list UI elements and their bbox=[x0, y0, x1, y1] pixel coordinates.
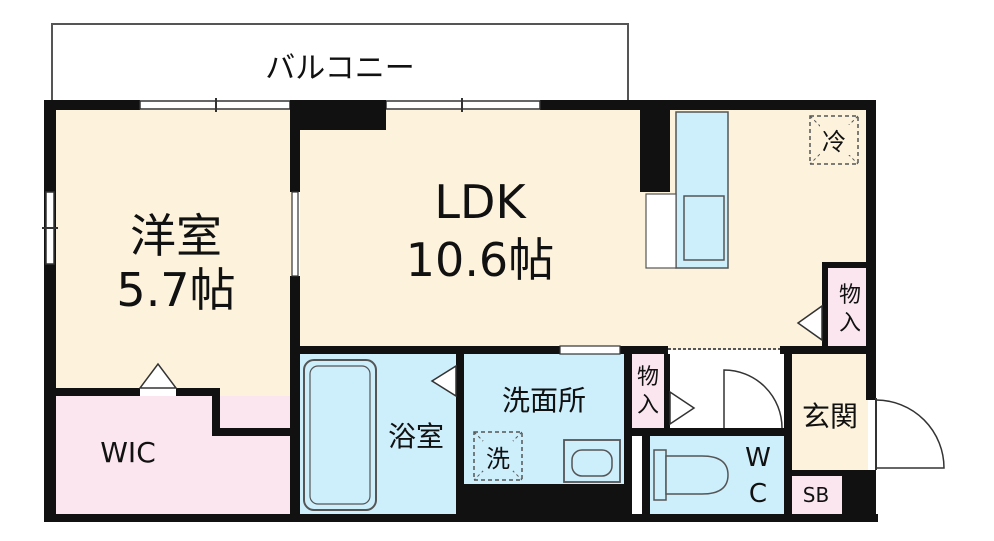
outer-wall-left bbox=[44, 100, 56, 522]
wall-toilet-right bbox=[784, 346, 792, 522]
wall-toilet-left bbox=[642, 428, 650, 516]
fridge-space bbox=[809, 115, 859, 165]
column-ldk bbox=[290, 100, 386, 130]
wall-wic-top-left bbox=[56, 388, 140, 396]
shoebox-label: SB bbox=[803, 483, 829, 507]
door-marker-storage-ldk bbox=[796, 304, 823, 342]
washer-label-bg bbox=[483, 441, 513, 471]
washer-diag-2 bbox=[473, 431, 523, 481]
outer-wall-top-right bbox=[540, 100, 876, 110]
column-kitchen bbox=[640, 100, 670, 192]
outer-wall-bottom bbox=[44, 514, 878, 522]
laundry-label: 洗 bbox=[486, 445, 510, 473]
bathroom-label: 浴室 bbox=[388, 420, 444, 453]
entrance-label: 玄関 bbox=[802, 400, 858, 433]
fridge-diag-1 bbox=[809, 115, 859, 165]
wic-floor bbox=[56, 396, 296, 516]
toilet-bowl bbox=[665, 455, 729, 495]
hall-floor bbox=[668, 354, 790, 434]
washer-diag-1 bbox=[473, 431, 523, 481]
door-marker-storage-small bbox=[669, 390, 696, 426]
storage-ldk-label-2: 入 bbox=[839, 311, 861, 336]
western-room-floor bbox=[56, 110, 296, 388]
storage-small-floor bbox=[632, 354, 668, 430]
wall-wash-bottom bbox=[456, 484, 632, 516]
outer-wall-right-top bbox=[866, 100, 876, 400]
kitchen-sink bbox=[683, 195, 725, 261]
ldk-size: 10.6帖 bbox=[406, 233, 554, 287]
sliding-door-western-ldk bbox=[291, 191, 299, 277]
outer-wall-top-left bbox=[44, 100, 140, 110]
storage-small-label-2: 入 bbox=[637, 393, 659, 418]
wall-wash-storage bbox=[624, 346, 632, 516]
wall-wic-top-right bbox=[176, 388, 220, 396]
balcony-area bbox=[51, 23, 629, 103]
wall-western-ldk-top bbox=[290, 100, 300, 192]
wall-storage-right bbox=[664, 354, 670, 430]
wall-ldk-storage bbox=[822, 262, 828, 350]
washroom-label: 洗面所 bbox=[502, 384, 586, 417]
kitchen-cabinet bbox=[645, 193, 677, 269]
bathtub-inner bbox=[309, 365, 371, 505]
wall-closet-bottom bbox=[212, 428, 296, 436]
storage-small-label-1: 物 bbox=[637, 365, 659, 390]
shoebox-floor bbox=[790, 474, 842, 516]
bathtub bbox=[303, 359, 377, 511]
fridge-label: 冷 bbox=[822, 128, 846, 156]
wall-closet-step bbox=[212, 388, 220, 436]
wic-label: WIC bbox=[100, 436, 156, 469]
storage-ldk-floor bbox=[828, 268, 868, 348]
ldk-name: LDK bbox=[434, 175, 527, 229]
door-swing-hall bbox=[723, 369, 783, 429]
ldk-floor bbox=[300, 110, 868, 350]
western-room-name: 洋室 bbox=[130, 209, 222, 263]
door-marker-wic bbox=[138, 362, 178, 389]
storage-ldk-label-1: 物 bbox=[839, 283, 861, 308]
door-marker-bath bbox=[430, 364, 457, 398]
wall-ldk-storage-top bbox=[822, 262, 868, 268]
fridge-label-bg bbox=[820, 125, 850, 155]
door-swing-entrance bbox=[875, 399, 945, 469]
column-entrance bbox=[842, 470, 876, 522]
washer-area bbox=[473, 431, 523, 481]
wall-bath-wash bbox=[456, 354, 464, 516]
wall-shoebox-top bbox=[790, 470, 868, 476]
wall-ldk-bottom-left bbox=[292, 346, 560, 354]
wall-ldk-bottom-right bbox=[620, 346, 668, 354]
toilet-tank bbox=[653, 449, 667, 501]
fridge-diag-2 bbox=[809, 115, 859, 165]
door-washroom bbox=[559, 345, 621, 355]
western-room-size: 5.7帖 bbox=[116, 263, 235, 317]
toilet-label-w: W bbox=[745, 443, 771, 473]
wall-western-ldk-bottom bbox=[290, 276, 300, 522]
wash-basin-bowl bbox=[571, 449, 613, 477]
toilet-label-c: C bbox=[749, 479, 767, 509]
wash-basin bbox=[563, 439, 621, 483]
entrance-floor bbox=[790, 354, 868, 474]
balcony-label: バルコニー bbox=[265, 51, 414, 86]
wall-toilet-top bbox=[632, 428, 792, 436]
